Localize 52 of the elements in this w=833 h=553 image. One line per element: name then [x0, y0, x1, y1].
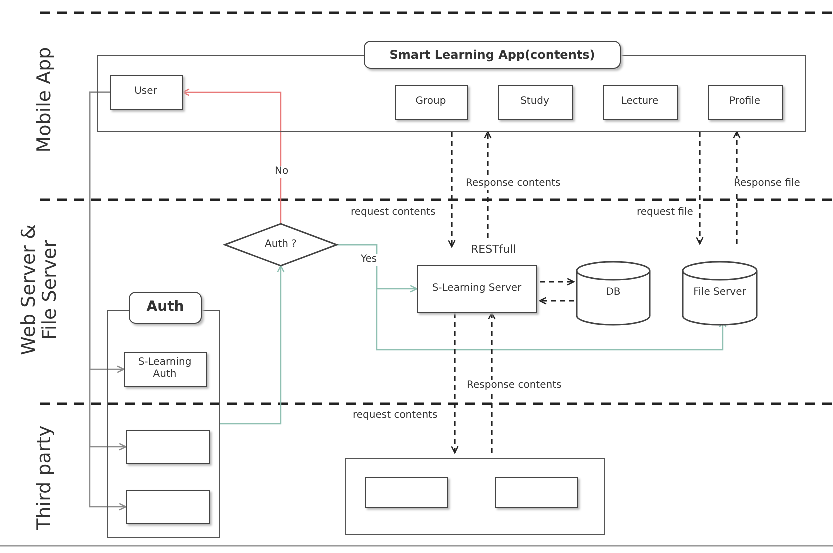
edge-label: No — [274, 166, 290, 178]
process-box — [110, 74, 182, 110]
arrow — [337, 244, 727, 351]
dashed-arrow — [540, 278, 575, 286]
auth-container — [107, 310, 220, 538]
dashed-arrow — [539, 297, 574, 305]
edge-label: Response file — [733, 178, 802, 190]
edge-label: request file — [636, 207, 694, 219]
arrow — [182, 88, 282, 224]
dashed-arrow — [696, 132, 704, 245]
server-box — [417, 265, 537, 313]
group-title: Smart Learning App(contents) — [364, 41, 621, 69]
empty-box — [494, 476, 578, 508]
node-label: Study — [520, 96, 550, 108]
dashed-arrow — [733, 131, 741, 244]
dashed-arrow — [484, 131, 492, 238]
lane-label: Web Server & File Server — [19, 224, 61, 358]
edge-label: request contents — [352, 410, 439, 422]
lane-label: Mobile App — [34, 46, 56, 155]
node-label: Profile — [729, 96, 761, 108]
node-label: Auth — [146, 299, 184, 317]
process-box — [498, 84, 572, 120]
node-label: S-Learning Auth — [137, 356, 193, 382]
arrow — [220, 265, 285, 425]
group-title — [129, 292, 202, 324]
dashed-arrow — [448, 132, 456, 248]
node-label: File Server — [694, 287, 746, 300]
node-label: DB — [606, 287, 621, 300]
interface-label: RESTfull — [470, 244, 518, 256]
third-party-container — [345, 458, 605, 535]
empty-box — [126, 490, 210, 524]
empty-box — [364, 476, 448, 508]
storage-cylinder — [683, 262, 757, 325]
node-label: Group — [416, 96, 446, 108]
process-box — [708, 84, 782, 120]
dashed-arrow — [488, 312, 496, 453]
edge-label: request contents — [350, 207, 437, 219]
edge-label: Response contents — [465, 178, 562, 190]
node-label: Auth ? — [265, 238, 297, 252]
process-box — [124, 352, 206, 386]
dashed-arrow — [451, 313, 459, 454]
node-label: S-Learning Server — [432, 282, 522, 296]
process-box — [602, 84, 678, 120]
decision-diamond — [225, 224, 337, 266]
empty-box — [126, 430, 210, 464]
edge-label: Response contents — [466, 380, 563, 392]
database-cylinder — [577, 262, 650, 325]
node-label: User — [134, 86, 158, 98]
process-box — [394, 84, 468, 120]
edge-label: Yes — [360, 254, 378, 266]
node-label: Lecture — [621, 96, 659, 108]
lane-label: Third party — [34, 424, 56, 532]
